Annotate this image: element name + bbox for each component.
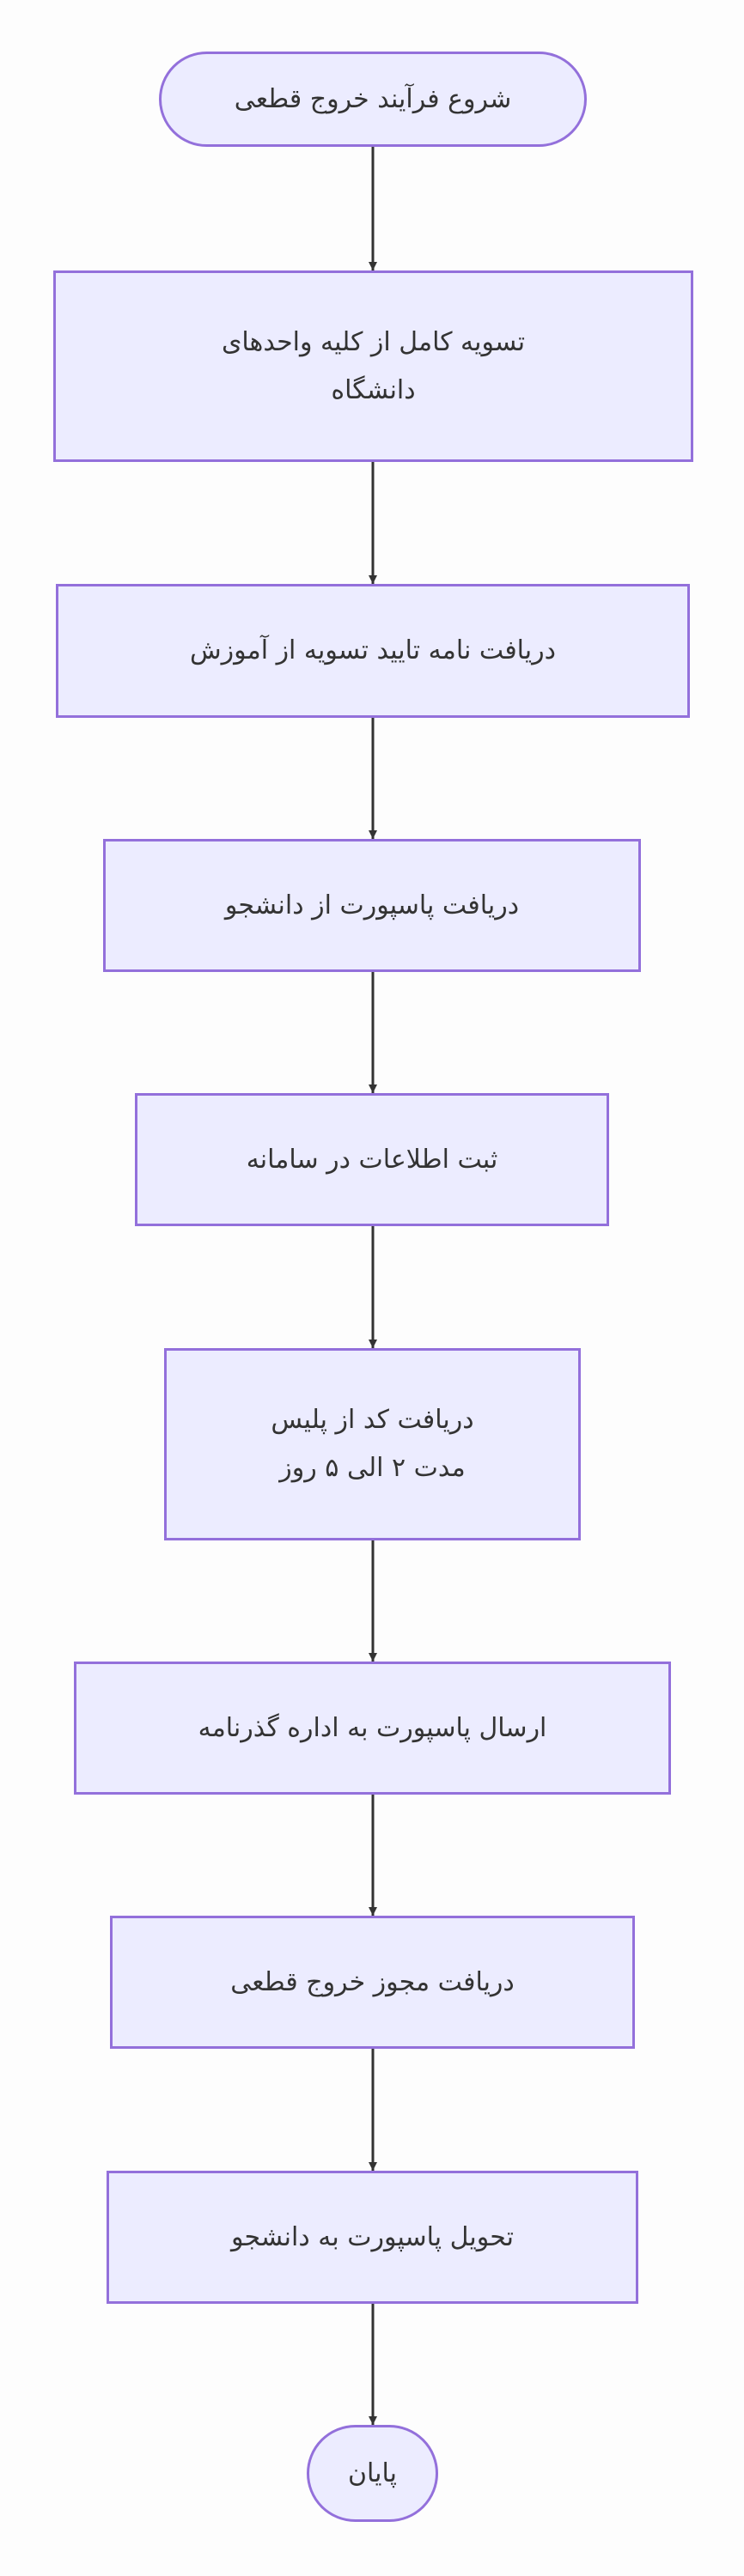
node-label: دریافت مجوز خروج قطعی <box>230 1966 515 1997</box>
node-start: شروع فرآیند خروج قطعی <box>159 52 587 147</box>
node-label: دریافت پاسپورت از دانشجو <box>224 890 520 920</box>
node-label: ثبت اطلاعات در سامانه <box>246 1144 498 1175</box>
node-approval-letter: دریافت نامه تایید تسویه از آموزش <box>56 584 690 718</box>
node-settlement: تسویه کامل از کلیه واحدهای دانشگاه <box>53 270 693 462</box>
node-deliver-passport: تحویل پاسپورت به دانشجو <box>107 2171 638 2304</box>
node-label: شروع فرآیند خروج قطعی <box>234 83 512 114</box>
node-receive-passport: دریافت پاسپورت از دانشجو <box>103 839 641 972</box>
node-register-info: ثبت اطلاعات در سامانه <box>135 1093 609 1226</box>
node-police-code: دریافت کد از پلیس مدت ۲ الی ۵ روز <box>164 1348 581 1540</box>
node-send-passport: ارسال پاسپورت به اداره گذرنامه <box>74 1662 671 1795</box>
node-label: پایان <box>348 2458 398 2488</box>
node-end: پایان <box>307 2425 438 2522</box>
node-exit-permit: دریافت مجوز خروج قطعی <box>110 1916 635 2049</box>
node-label: تحویل پاسپورت به دانشجو <box>231 2221 514 2252</box>
node-label: تسویه کامل از کلیه واحدهای دانشگاه <box>221 326 526 405</box>
node-label: دریافت نامه تایید تسویه از آموزش <box>190 635 556 665</box>
node-label: ارسال پاسپورت به اداره گذرنامه <box>198 1712 547 1743</box>
node-label: دریافت کد از پلیس مدت ۲ الی ۵ روز <box>271 1405 474 1483</box>
